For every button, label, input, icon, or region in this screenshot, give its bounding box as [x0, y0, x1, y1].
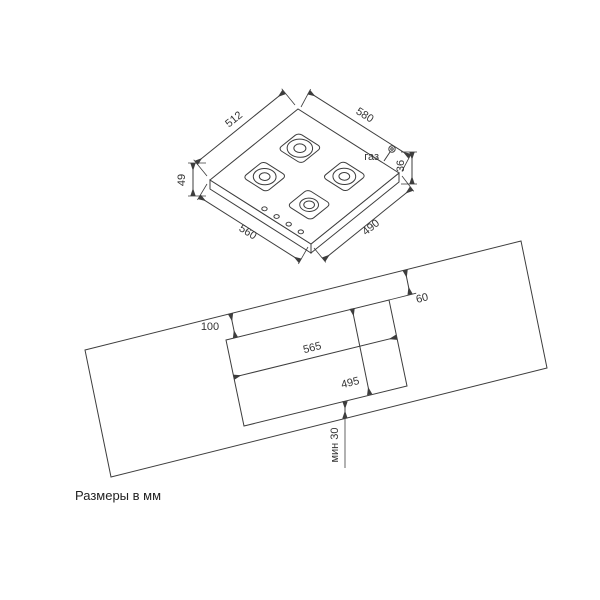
dimension-36: 36 [395, 151, 417, 185]
dim-label-front-min: мин 30 [329, 427, 341, 462]
dimension-line [197, 194, 302, 264]
dimension-60: 60 [388, 269, 430, 306]
dimension-100: 100 [201, 313, 239, 339]
dim-label-height: 49 [176, 174, 188, 186]
dim-label-side-clearance: 60 [415, 291, 430, 306]
extension-line [197, 183, 208, 201]
dim-label-body-width: 560 [237, 223, 259, 243]
worktop-cutout-view: 100 60 565 495 мин 30 [84, 240, 548, 478]
dimension-49: 49 [176, 162, 206, 197]
pan-support [243, 161, 286, 192]
dim-label-top-depth: 512 [223, 109, 245, 130]
burner-ring [249, 165, 281, 188]
gas-pipe-line [383, 151, 391, 162]
hob-isometric-view: газ 512 580 560 [176, 89, 417, 264]
burner-cap [257, 171, 272, 182]
extension-line [298, 246, 309, 265]
extension-line [313, 247, 327, 263]
extension-line [193, 159, 208, 177]
dimension-495: 495 [340, 307, 373, 396]
burner-cap [302, 199, 317, 210]
dim-label-thickness: 36 [395, 160, 407, 172]
burner-right [323, 161, 366, 192]
dimension-min-30: мин 30 [329, 401, 348, 468]
dim-label-rear-clearance: 100 [201, 321, 219, 333]
burner-ring [328, 165, 360, 188]
dim-label-body-depth: 490 [360, 217, 382, 238]
burner-cap [291, 142, 308, 154]
burner-cap [337, 171, 352, 182]
dimension-line [349, 307, 373, 396]
dimension-line [227, 313, 239, 339]
gas-fitting-center-icon [390, 147, 394, 151]
dimension-line [321, 186, 414, 262]
burner-ring [296, 195, 322, 214]
pan-support [323, 161, 366, 192]
dimension-line [402, 269, 413, 296]
dimension-line [194, 89, 286, 166]
dimension-line [307, 89, 412, 159]
gas-label: газ [364, 151, 379, 163]
dim-label-cutout-width: 565 [302, 340, 323, 356]
units-caption: Размеры в мм [75, 488, 162, 503]
extension-line [300, 88, 311, 108]
dim-label-cutout-depth: 495 [340, 375, 361, 391]
extension-line [281, 88, 296, 106]
burner-left [243, 161, 286, 192]
